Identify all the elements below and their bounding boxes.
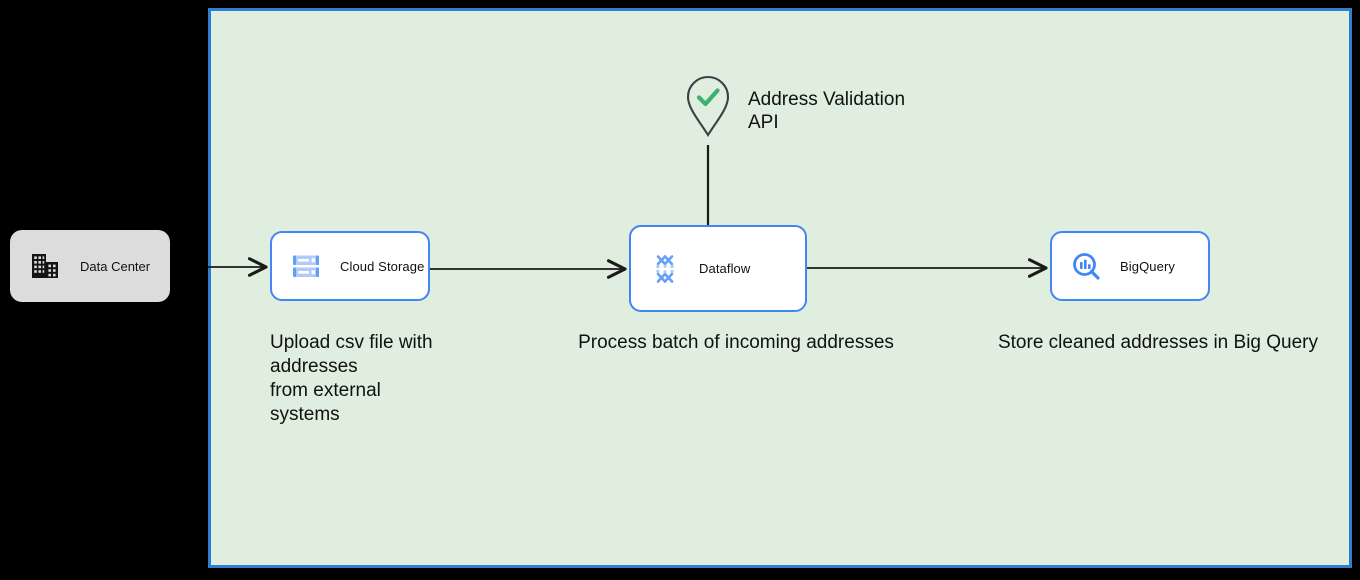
node-bigquery-label: BigQuery — [1120, 258, 1175, 274]
address-validation-api-label-line1: Address Validation — [748, 89, 906, 110]
address-validation-api-label: Address Validation API — [748, 88, 988, 134]
caption-upload-line1: Upload csv file with — [270, 332, 433, 353]
node-dataflow[interactable]: Dataflow — [629, 225, 807, 312]
dataflow-icon — [656, 254, 674, 283]
map-pin-check-icon[interactable] — [686, 75, 730, 137]
bigquery-icon — [1073, 253, 1100, 280]
node-dataflow-label: Dataflow — [699, 261, 751, 276]
caption-upload-line2: addresses — [270, 356, 358, 377]
caption-process: Process batch of incoming addresses — [578, 332, 894, 353]
data-center-building-icon — [32, 254, 58, 278]
node-bigquery[interactable]: BigQuery — [1050, 231, 1210, 301]
node-cloud-storage-label: Cloud Storage — [340, 258, 425, 274]
caption-store: Store cleaned addresses in Big Query — [997, 332, 1318, 353]
caption-upload: Upload csv file with addresses from exte… — [270, 331, 480, 427]
caption-upload-line3: from external — [270, 380, 381, 401]
cloud-storage-icon — [293, 255, 319, 277]
address-validation-api-label-line2: API — [748, 112, 779, 133]
node-data-center[interactable]: Data Center — [10, 230, 170, 302]
node-cloud-storage[interactable]: Cloud Storage — [270, 231, 430, 301]
caption-upload-line4: systems — [270, 404, 340, 425]
node-data-center-label: Data Center — [80, 258, 151, 274]
